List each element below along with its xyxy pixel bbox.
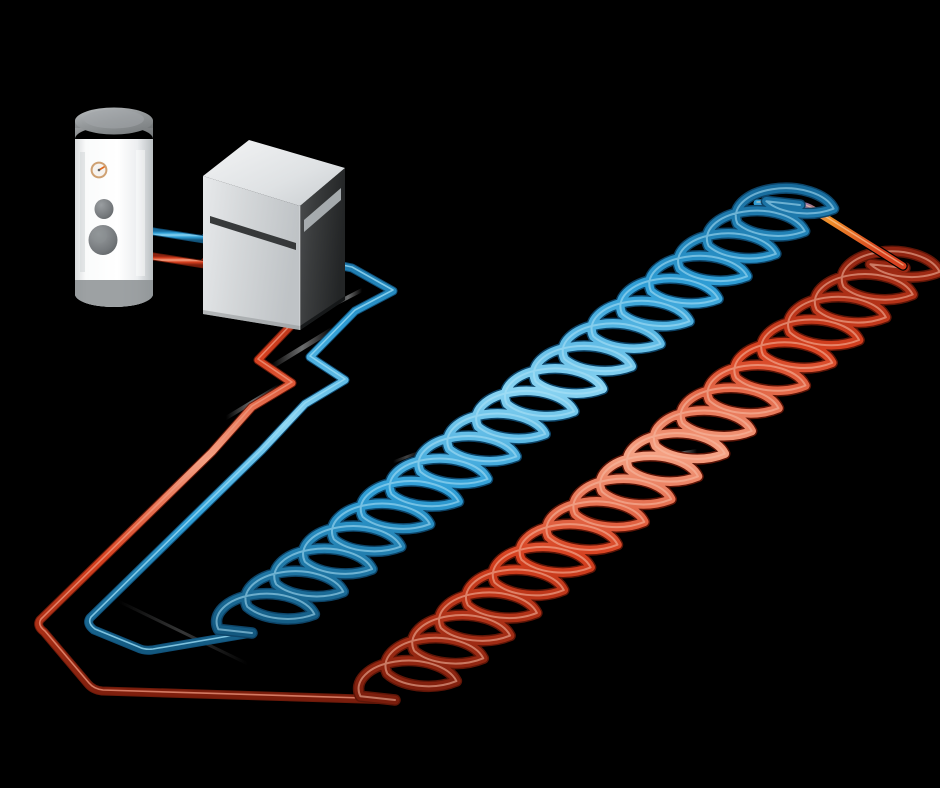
hot-slinky-coil bbox=[352, 245, 940, 706]
heat-pump-unit[interactable] bbox=[203, 140, 345, 330]
hot-circuit-pipe bbox=[34, 257, 400, 705]
hot-water-tank[interactable] bbox=[75, 107, 153, 308]
cold-slinky-coil bbox=[210, 182, 840, 639]
cold-circuit-pipe bbox=[84, 233, 398, 655]
tank-upper-port bbox=[94, 199, 114, 219]
coil-segment bbox=[215, 187, 835, 634]
coil-segment bbox=[357, 250, 940, 701]
connector-pipes bbox=[146, 227, 212, 269]
